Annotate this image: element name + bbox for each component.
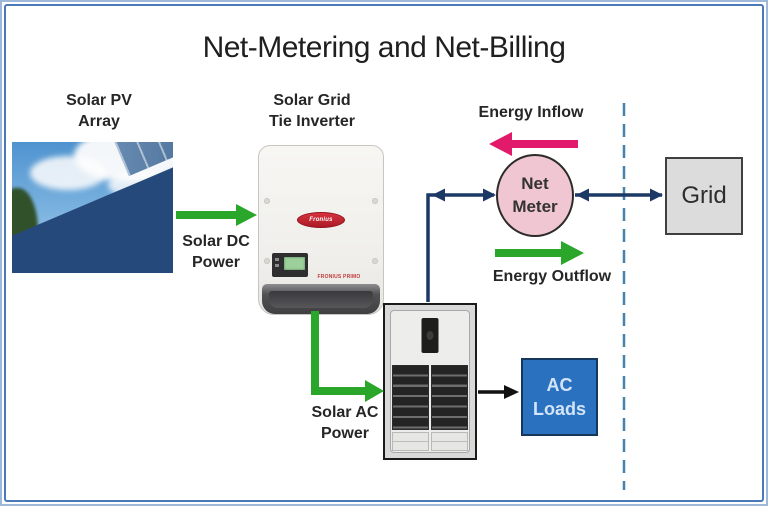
ac-loads-node: AC Loads (521, 358, 598, 436)
solar-ac-power-label: Solar AC Power (311, 404, 379, 442)
screw-icon (372, 198, 378, 204)
solar-pv-array-label: Solar PV Array (66, 92, 132, 130)
inverter-label: Solar Grid Tie Inverter (269, 92, 355, 130)
solar-ac-arrow (311, 311, 384, 402)
cloud-shape (30, 156, 106, 190)
energy-inflow-arrow (489, 132, 578, 156)
inverter-display (272, 253, 308, 277)
breaker-label-card (392, 432, 429, 451)
inverter-vent (269, 291, 373, 308)
breaker-column (392, 365, 429, 430)
panel-loads-arrow (478, 385, 519, 399)
meter-panel-connector (426, 188, 496, 302)
energy-outflow-arrow (495, 241, 584, 265)
solar-pv-photo (12, 142, 173, 273)
fronius-logo: Fronius (297, 212, 345, 228)
energy-outflow-label: Energy Outflow (492, 268, 612, 285)
solar-dc-arrow (176, 204, 257, 226)
energy-inflow-label: Energy Inflow (478, 104, 584, 121)
inverter-button (275, 264, 279, 267)
grid-node: Grid (665, 157, 743, 235)
inverter-bottom-band (262, 284, 380, 314)
screw-icon (264, 258, 270, 264)
net-meter-node: Net Meter (496, 154, 574, 237)
screw-icon (264, 198, 270, 204)
inverter-model-text: FRONIUS PRIMO (317, 274, 361, 280)
grid-tie-inverter-image: Fronius FRONIUS PRIMO (258, 145, 384, 315)
screw-icon (372, 258, 378, 264)
breaker-label-card (431, 432, 468, 451)
breaker-column (431, 365, 468, 430)
inverter-lcd-screen (284, 257, 305, 270)
inverter-button (275, 258, 279, 261)
main-breaker (421, 318, 439, 353)
breaker-panel-image (383, 303, 477, 460)
meter-grid-connector (575, 188, 663, 202)
page-title: Net-Metering and Net-Billing (202, 31, 566, 64)
solar-dc-power-label: Solar DC Power (182, 233, 250, 271)
